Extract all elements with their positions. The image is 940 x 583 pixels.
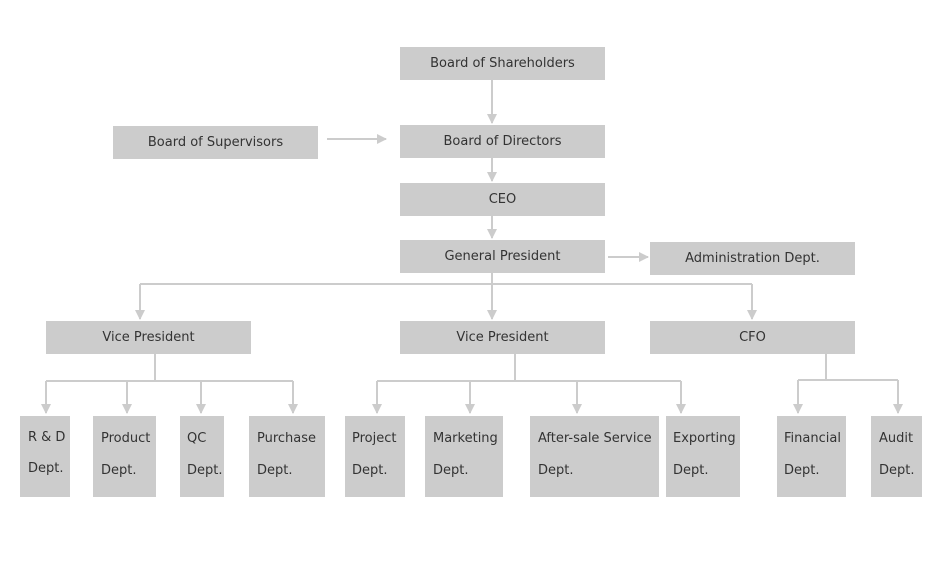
- exporting-dept-label-line1: Exporting: [673, 431, 736, 446]
- product-dept-label-line2: Dept.: [101, 463, 137, 478]
- marketing-dept-label-line2: Dept.: [433, 463, 469, 478]
- vice-president-1-box: Vice President: [46, 321, 251, 354]
- qc-dept-label-line1: QC: [187, 431, 207, 446]
- financial-dept-box: Financial Dept.: [777, 416, 846, 497]
- product-dept-box: Product Dept.: [93, 416, 156, 497]
- rd-dept-box: R & D Dept.: [20, 416, 70, 497]
- administration-dept-box: Administration Dept.: [650, 242, 855, 275]
- vice-president-1-label: Vice President: [102, 330, 195, 345]
- rd-dept-label-line1: R & D: [28, 430, 66, 445]
- purchase-dept-label-line2: Dept.: [257, 463, 293, 478]
- vice-president-2-box: Vice President: [400, 321, 605, 354]
- audit-dept-label-line1: Audit: [879, 431, 914, 446]
- marketing-dept-box: Marketing Dept.: [425, 416, 503, 497]
- purchase-dept-label-line1: Purchase: [257, 431, 317, 446]
- rd-dept-label-line2: Dept.: [28, 461, 64, 476]
- after-sale-service-dept-label-line1: After-sale Service: [538, 431, 652, 446]
- board-of-shareholders-label: Board of Shareholders: [430, 56, 575, 71]
- administration-dept-label: Administration Dept.: [685, 251, 820, 266]
- board-of-supervisors-label: Board of Supervisors: [147, 135, 284, 150]
- purchase-dept-box: Purchase Dept.: [249, 416, 325, 497]
- ceo-box: CEO: [400, 183, 605, 216]
- exporting-dept-label-line2: Dept.: [673, 463, 709, 478]
- financial-dept-label-line1: Financial: [784, 431, 841, 446]
- qc-dept-box: QC Dept.: [180, 416, 224, 497]
- project-dept-label-line1: Project: [352, 431, 397, 446]
- financial-dept-label-line2: Dept.: [784, 463, 820, 478]
- audit-dept-box: Audit Dept.: [871, 416, 922, 497]
- general-president-box: General President: [400, 240, 605, 273]
- vice-president-2-label: Vice President: [456, 330, 549, 345]
- product-dept-label-line1: Product: [101, 431, 151, 446]
- marketing-dept-label-line1: Marketing: [433, 431, 498, 446]
- audit-dept-label-line2: Dept.: [879, 463, 915, 478]
- after-sale-service-dept-label-line2: Dept.: [538, 463, 574, 478]
- board-of-shareholders-box: Board of Shareholders: [400, 47, 605, 80]
- board-of-directors-box: Board of Directors: [400, 125, 605, 158]
- cfo-label: CFO: [739, 330, 766, 345]
- ceo-label: CEO: [488, 192, 517, 207]
- after-sale-service-dept-box: After-sale Service Dept.: [530, 416, 659, 497]
- project-dept-box: Project Dept.: [345, 416, 405, 497]
- exporting-dept-box: Exporting Dept.: [666, 416, 740, 497]
- cfo-box: CFO: [650, 321, 855, 354]
- general-president-label: General President: [444, 249, 561, 264]
- project-dept-label-line2: Dept.: [352, 463, 388, 478]
- board-of-directors-label: Board of Directors: [443, 134, 562, 149]
- board-of-supervisors-box: Board of Supervisors: [113, 126, 318, 159]
- qc-dept-label-line2: Dept.: [187, 463, 223, 478]
